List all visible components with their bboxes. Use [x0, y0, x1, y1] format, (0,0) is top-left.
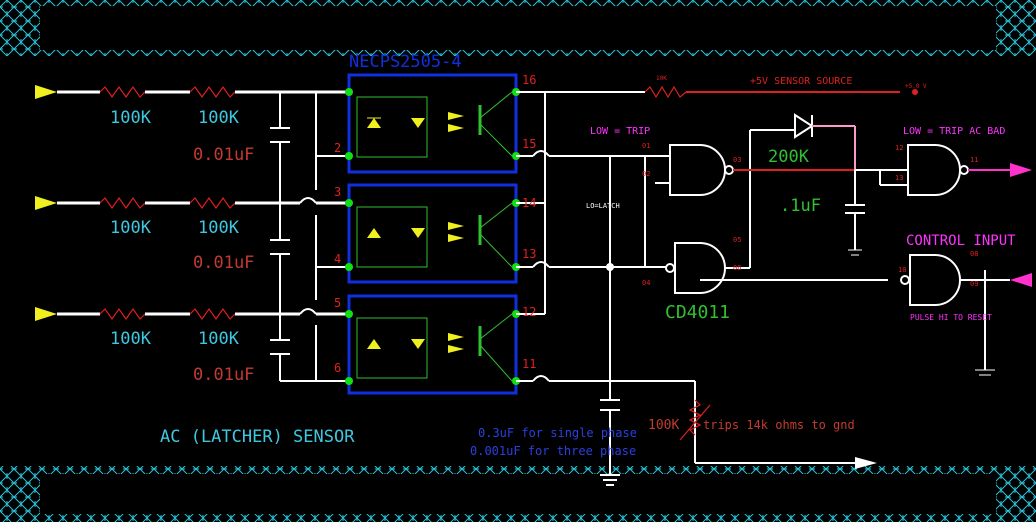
filter-cap-label: .1uF — [780, 196, 821, 216]
latch-node — [606, 263, 614, 271]
gate-pin-10: 10 — [898, 266, 906, 274]
input-line-3 — [35, 307, 350, 321]
input-arrow-2 — [35, 196, 57, 210]
pin-12: 12 — [522, 305, 536, 319]
gate-pin-09: 09 — [970, 280, 978, 288]
v-small-label: +5.0 V — [905, 83, 927, 90]
pin-4: 4 — [334, 252, 341, 266]
gate-pin-08: 08 — [970, 250, 978, 258]
opto-2 — [347, 183, 518, 284]
pin-15: 15 — [522, 137, 536, 151]
opto-1 — [347, 73, 518, 174]
pin-14: 14 — [522, 196, 536, 210]
gate-pin-01: 01 — [642, 142, 650, 150]
cap-three-label: 0.001uF for three phase — [470, 444, 636, 458]
input-caps — [270, 127, 290, 355]
input-line-2 — [35, 196, 350, 210]
title: AC (LATCHER) SENSOR — [160, 427, 355, 447]
pin-16: 16 — [522, 73, 536, 87]
c2-label: 0.01uF — [193, 253, 254, 273]
nand-gate-2 — [645, 129, 888, 294]
r1b-label: 100K — [198, 108, 240, 128]
emitter-bus — [516, 150, 855, 486]
input-arrow-3 — [35, 307, 57, 321]
low-trip-ac-bad-label: LOW = TRIP AC BAD — [903, 126, 1005, 137]
gate-pin-05: 05 — [733, 236, 741, 244]
c1-label: 0.01uF — [193, 145, 254, 165]
part-number: NECPS2505-4 — [349, 52, 462, 72]
r1a-label: 100K — [110, 108, 152, 128]
collector-bus — [516, 85, 900, 315]
gate-pin-11: 11 — [970, 156, 978, 164]
pin-2: 2 — [334, 141, 341, 155]
pot-label: 100K — [648, 418, 679, 433]
ic-name: CD4011 — [665, 302, 730, 323]
pot — [688, 399, 702, 436]
control-arrow — [1010, 273, 1032, 287]
pin-6: 6 — [334, 361, 341, 375]
gate-pin-12: 12 — [895, 144, 903, 152]
cap-single-label: 0.3uF for single phase — [478, 426, 637, 440]
control-input-label: CONTROL INPUT — [906, 233, 1016, 249]
sensor-source-label: +5V SENSOR SOURCE — [750, 76, 852, 87]
pin-5: 5 — [334, 296, 341, 310]
pin-13: 13 — [522, 247, 536, 261]
top-border-inner — [40, 6, 996, 50]
pin-3: 3 — [334, 185, 341, 199]
nand-gate-1 — [645, 144, 734, 196]
r2b-label: 100K — [198, 218, 240, 238]
gate-pin-03: 03 — [733, 156, 741, 164]
opto-3 — [347, 294, 518, 395]
gate-pin-13: 13 — [895, 174, 903, 182]
cap-rails — [279, 92, 350, 382]
feedback-resistor-label: 200K — [768, 147, 810, 167]
diode — [794, 113, 814, 139]
low-trip-label: LOW = TRIP — [590, 126, 650, 137]
gate-pin-06: 06 — [733, 264, 741, 272]
gate-pin-04: 04 — [642, 279, 650, 287]
latch-label: LO=LATCH — [586, 202, 620, 210]
pin-11: 11 — [522, 357, 536, 371]
output-arrow-pink — [1010, 163, 1032, 177]
gate-pin-02: 02 — [642, 170, 650, 178]
bottom-border-inner — [40, 474, 996, 514]
r2a-label: 100K — [110, 218, 152, 238]
r-small-label: 10K — [656, 75, 667, 82]
nand-gate-3 — [855, 144, 1010, 196]
c3-label: 0.01uF — [193, 365, 254, 385]
input-arrow-1 — [35, 85, 57, 99]
output-arrow — [855, 457, 877, 469]
r3a-label: 100K — [110, 329, 152, 349]
input-line-1 — [35, 85, 350, 99]
r3b-label: 100K — [198, 329, 240, 349]
pulse-reset-label: PULSE HI TO RESET — [910, 313, 992, 322]
trips-label: trips 14k ohms to gnd — [703, 418, 855, 432]
